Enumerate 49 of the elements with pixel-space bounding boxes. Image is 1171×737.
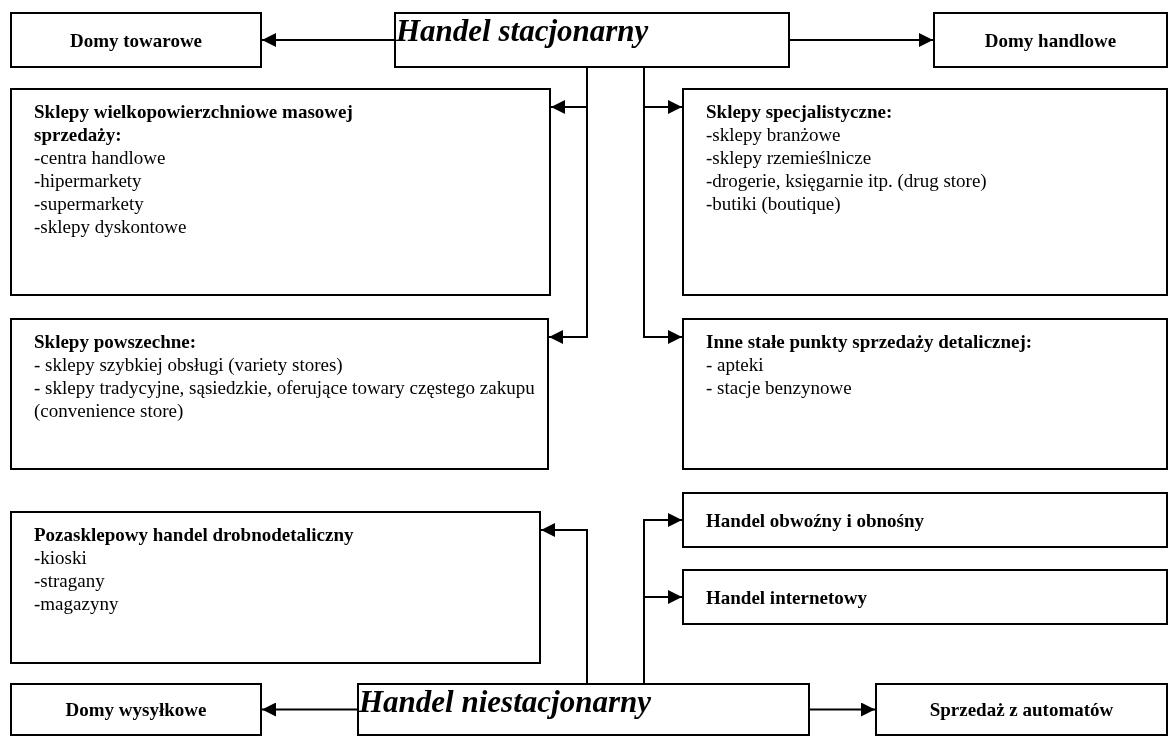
process-box: [357, 683, 810, 736]
process-box: [682, 569, 1168, 625]
box-label: Sprzedaż z automatów: [929, 698, 1114, 721]
category-box: [682, 318, 1168, 470]
list-item: -sklepy dyskontowe: [34, 215, 188, 238]
process-box: [875, 683, 1168, 736]
arrow: [540, 523, 588, 684]
box-label: Domy towarowe: [69, 28, 203, 52]
box-label: Handel obwoźny i obnośny: [706, 508, 925, 532]
category-box: [10, 511, 541, 664]
list-item: - stacje benzynowe: [706, 376, 853, 399]
box-heading: Inne stałe punkty sprzedaży detalicznej:: [706, 330, 1034, 353]
box-heading: Sklepy powszechne:: [34, 330, 198, 353]
box-label: Handel internetowy: [706, 585, 867, 609]
arrow: [261, 702, 358, 717]
arrow: [261, 33, 395, 47]
box-label: Handel stacjonarny: [396, 14, 650, 48]
list-item: -butiki (boutique): [706, 192, 842, 215]
process-box: [682, 492, 1168, 548]
list-item: -hipermarkety: [34, 169, 143, 192]
list-item: -centra handlowe: [34, 146, 167, 169]
process-box: [10, 683, 262, 736]
list-item: -magazyny: [34, 592, 120, 615]
category-box: [10, 88, 551, 296]
list-item: -drogerie, księgarnie itp. (drug store): [706, 169, 988, 192]
process-box: [933, 12, 1168, 68]
process-box: [394, 12, 790, 68]
list-item: - sklepy tradycyjne, sąsiedzkie, oferujące towary częstego zakupu (convenience store): [34, 376, 536, 422]
list-item: -sklepy branżowe: [706, 123, 842, 146]
arrow: [643, 590, 683, 684]
list-item: -stragany: [34, 569, 106, 592]
category-box: [682, 88, 1168, 296]
list-item: -supermarkety: [34, 192, 145, 215]
arrow: [789, 33, 934, 47]
list-item: -kioski: [34, 546, 88, 569]
category-box: [10, 318, 549, 470]
list-item: - apteki: [706, 353, 765, 376]
box-heading: Sklepy specjalistyczne:: [706, 100, 894, 123]
box-label: Domy wysyłkowe: [65, 698, 207, 721]
list-item: -sklepy rzemieślnicze: [706, 146, 873, 169]
arrow: [548, 67, 588, 344]
process-box: [10, 12, 262, 68]
box-heading: Sklepy wielkopowierzchniowe masowej sprzedaży:: [34, 100, 354, 146]
box-heading: Pozasklepowy handel drobnodetaliczny: [34, 523, 355, 546]
arrow: [643, 67, 683, 344]
list-item: - sklepy szybkiej obsługi (variety stores): [34, 353, 344, 376]
arrow: [809, 702, 876, 717]
box-label: Handel niestacjonarny: [359, 685, 652, 719]
box-label: Domy handlowe: [984, 28, 1117, 52]
